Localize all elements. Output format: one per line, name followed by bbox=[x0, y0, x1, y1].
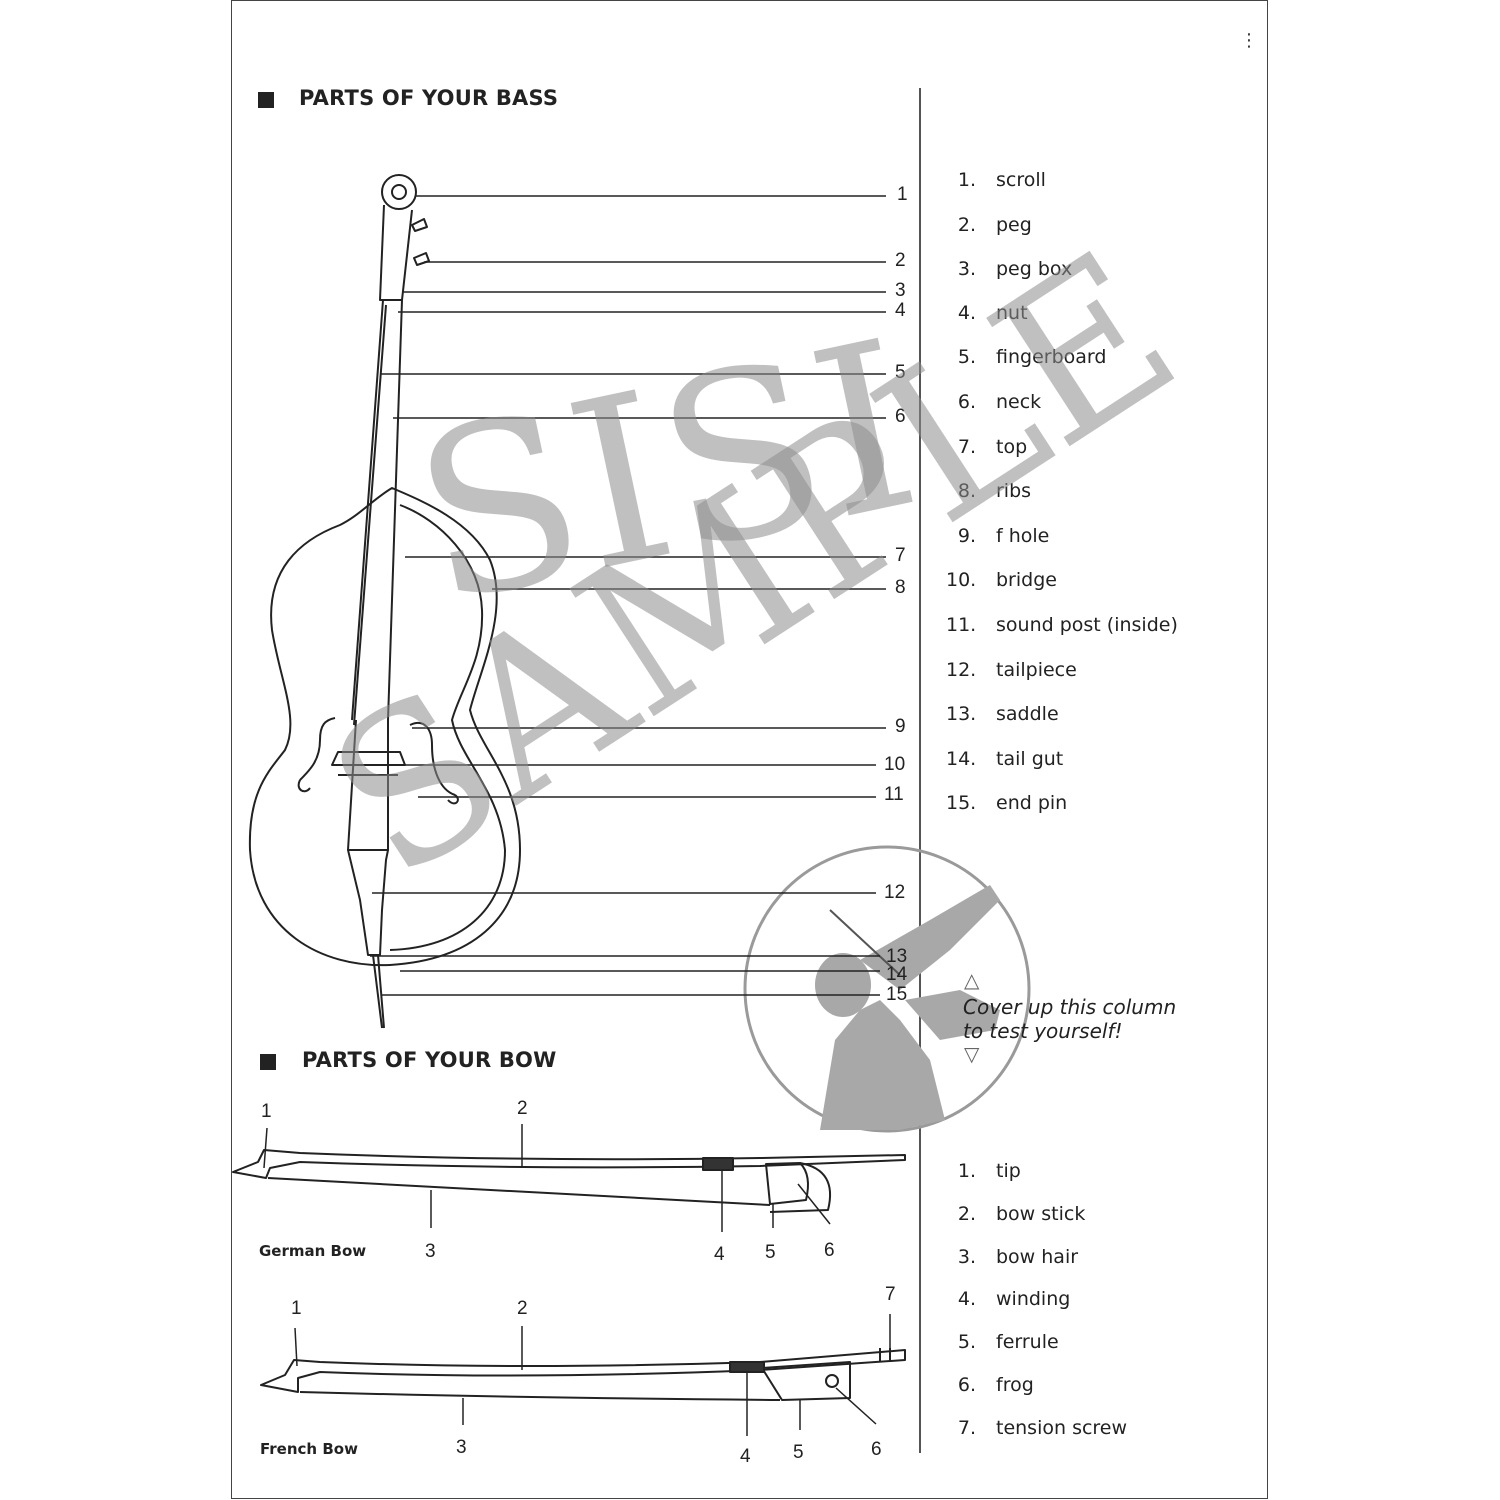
list-item: 10.bridge bbox=[946, 569, 1057, 591]
list-item: 4.nut bbox=[957, 302, 1028, 324]
bass-callout: 12 bbox=[884, 882, 905, 903]
list-item: 1.scroll bbox=[957, 169, 1046, 191]
list-item: 15.end pin bbox=[946, 792, 1068, 814]
german-bow-callout: 4 bbox=[714, 1244, 725, 1265]
french-bow-callout: 3 bbox=[456, 1437, 467, 1458]
german-bow-callout: 3 bbox=[425, 1241, 436, 1262]
column-divider bbox=[919, 88, 921, 1453]
bullet-square-icon bbox=[258, 92, 274, 108]
cover-note-line2: to test yourself! bbox=[963, 1019, 1123, 1043]
list-item: 14.tail gut bbox=[946, 748, 1064, 770]
list-item: 6.frog bbox=[957, 1374, 1034, 1396]
bow-section-title: PARTS OF YOUR BOW bbox=[302, 1048, 557, 1072]
bass-callout: 13 bbox=[886, 946, 907, 967]
bass-scroll bbox=[381, 174, 417, 210]
bass-callout: 7 bbox=[895, 545, 906, 566]
cover-note-line1: Cover up this column bbox=[963, 995, 1177, 1019]
list-item: 1.tip bbox=[957, 1160, 1021, 1182]
bass-callout: 6 bbox=[895, 406, 906, 427]
bass-callout: 10 bbox=[884, 754, 905, 775]
bass-callout: 9 bbox=[895, 716, 906, 737]
list-item: 7.tension screw bbox=[957, 1417, 1128, 1439]
bass-callout: 2 bbox=[895, 250, 906, 271]
german-bow-callout: 6 bbox=[824, 1240, 835, 1261]
french-bow-callout: 2 bbox=[517, 1298, 528, 1319]
worksheet-page bbox=[231, 0, 1268, 1499]
list-item: 2.bow stick bbox=[957, 1203, 1086, 1225]
french-bow-callout: 1 bbox=[291, 1298, 302, 1319]
bass-callout: 4 bbox=[895, 300, 906, 321]
german-bow-label: German Bow bbox=[259, 1242, 367, 1260]
french-bow-callout: 6 bbox=[871, 1439, 882, 1460]
list-item: 13.saddle bbox=[946, 703, 1059, 725]
german-bow-callout: 1 bbox=[261, 1101, 272, 1122]
list-item: 5.ferrule bbox=[957, 1331, 1059, 1353]
list-item: 12.tailpiece bbox=[946, 659, 1077, 681]
list-item: 11.sound post (inside) bbox=[946, 614, 1178, 636]
list-item: 2.peg bbox=[957, 214, 1032, 236]
bass-callout: 14 bbox=[886, 964, 908, 985]
list-item: 8.ribs bbox=[957, 480, 1032, 502]
german-bow-callout: 5 bbox=[765, 1242, 776, 1263]
french-bow-label: French Bow bbox=[260, 1440, 358, 1458]
bass-callout: 8 bbox=[895, 577, 906, 598]
bass-callout: 5 bbox=[895, 362, 906, 383]
bass-callout: 15 bbox=[886, 984, 907, 1005]
list-item: 5.fingerboard bbox=[957, 346, 1107, 368]
german-bow-callout: 2 bbox=[517, 1098, 528, 1119]
list-item: 3.bow hair bbox=[957, 1246, 1079, 1268]
french-bow-callout: 4 bbox=[740, 1446, 751, 1467]
bass-callout: 3 bbox=[895, 280, 906, 301]
list-item: 7.top bbox=[957, 436, 1028, 458]
bass-section-title: PARTS OF YOUR BASS bbox=[299, 86, 559, 110]
triangle-up-icon: △ bbox=[964, 968, 980, 992]
french-bow-callout: 5 bbox=[793, 1442, 804, 1463]
list-item: 6.neck bbox=[957, 391, 1042, 413]
french-bow bbox=[260, 1348, 906, 1401]
bass-callout: 11 bbox=[884, 784, 904, 805]
list-item: 3.peg box bbox=[957, 258, 1073, 280]
list-item: 4.winding bbox=[957, 1288, 1071, 1310]
german-bow bbox=[232, 1149, 906, 1213]
triangle-down-icon: ▽ bbox=[964, 1042, 980, 1066]
bullet-square-icon bbox=[260, 1054, 276, 1070]
list-item: 9.f hole bbox=[957, 525, 1050, 547]
cover-note: Cover up this column to test yourself! bbox=[963, 995, 1176, 1043]
french-bow-callout: 7 bbox=[885, 1284, 896, 1305]
bass-callout: 1 bbox=[897, 184, 908, 205]
